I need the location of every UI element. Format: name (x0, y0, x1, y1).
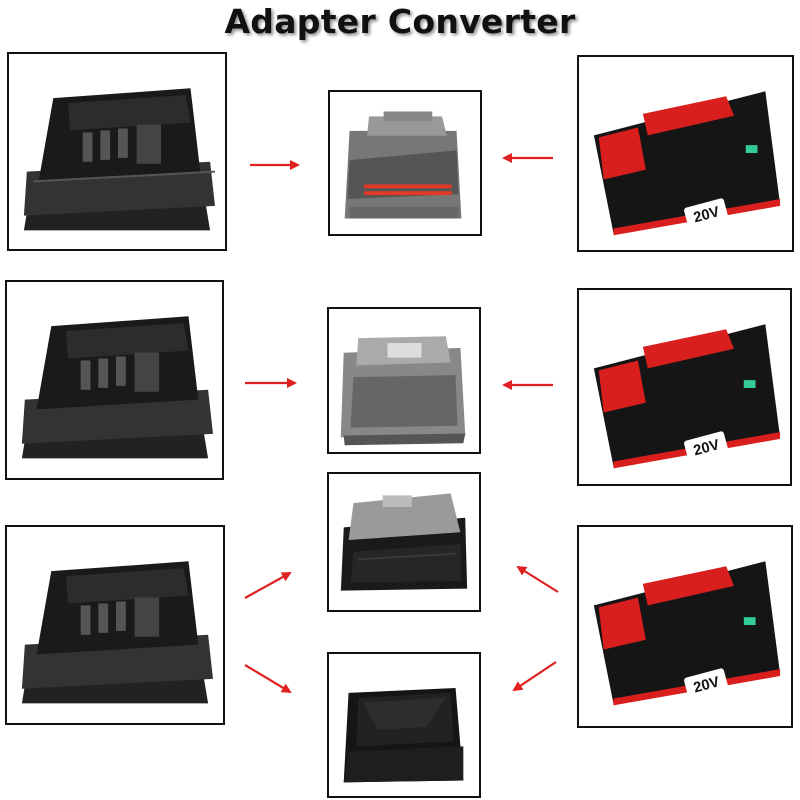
adapter-image (7, 52, 227, 251)
battery-voltage-label: 20V (692, 674, 722, 696)
adapter-image (5, 280, 224, 480)
arrow-up-right (244, 572, 292, 599)
page-title: Adapter Converter (224, 2, 576, 41)
grey-black-battery-image (327, 472, 481, 612)
adapter-image (5, 525, 225, 725)
battery-voltage-label: 20V (692, 204, 722, 226)
arrow-down-left (512, 661, 557, 692)
red-battery-image: 20V (577, 288, 792, 486)
arrow-up-left (516, 565, 559, 593)
arrow-down-right (244, 664, 292, 694)
grey-battery-image (327, 307, 481, 454)
red-battery-image: 20V (577, 525, 793, 728)
red-battery-image: 20V (577, 55, 794, 252)
black-battery-image (327, 652, 481, 798)
grey-battery-image (328, 90, 482, 236)
battery-voltage-label: 20V (692, 437, 722, 459)
